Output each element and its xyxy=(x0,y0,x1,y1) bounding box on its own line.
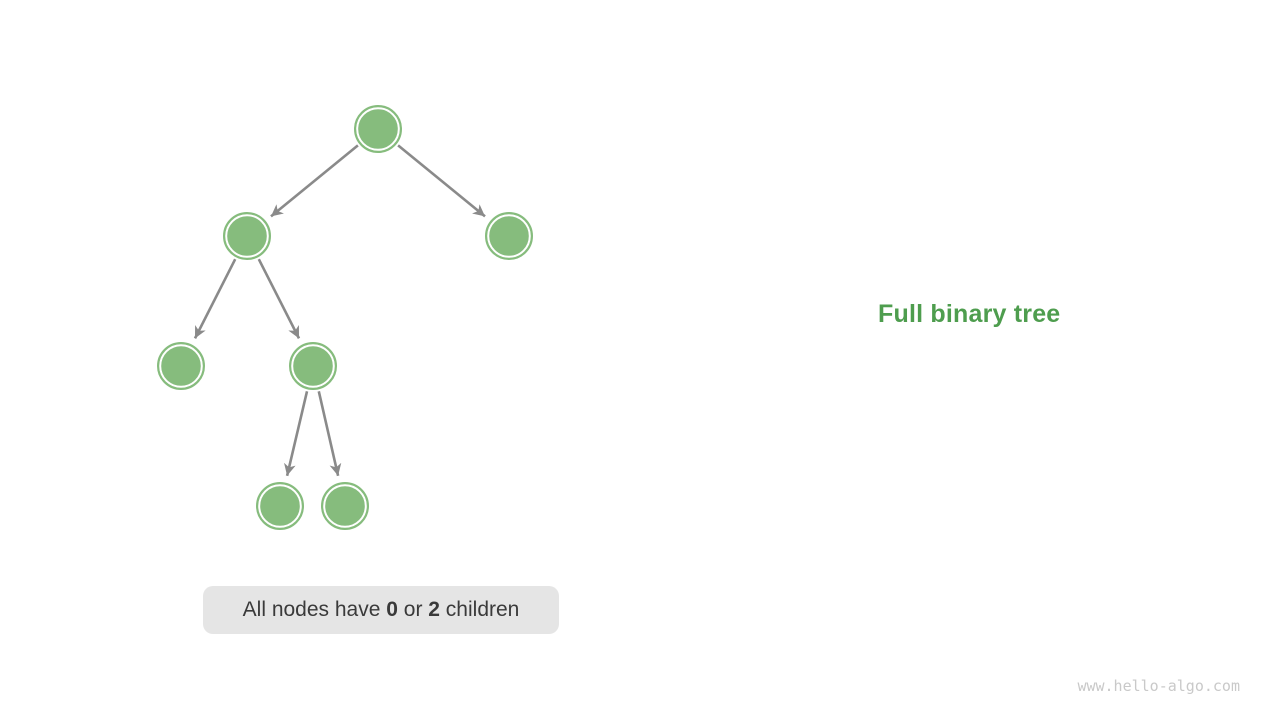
caption-pill: All nodes have 0 or 2 children xyxy=(203,586,559,634)
tree-node-root xyxy=(354,104,403,153)
tree-node-r xyxy=(485,212,534,261)
tree-edge-l-ll xyxy=(193,258,237,339)
caption-bold-two: 2 xyxy=(428,598,440,621)
edge-layer xyxy=(193,144,486,477)
tree-node-lrr xyxy=(321,482,370,531)
tree-edge-lr-lrl xyxy=(284,391,309,477)
watermark: www.hello-algo.com xyxy=(1077,677,1240,695)
diagram-title: Full binary tree xyxy=(878,300,1061,328)
caption-text-part1: All nodes have xyxy=(242,598,387,621)
caption-bold-zero: 0 xyxy=(386,598,398,621)
node-layer xyxy=(157,104,534,531)
tree-node-lr xyxy=(289,342,338,391)
caption-text-part3: children xyxy=(439,598,520,621)
tree-edge-l-lr xyxy=(257,258,301,339)
tree-node-lrl xyxy=(256,482,305,531)
tree-edge-root-r xyxy=(397,144,486,218)
caption-text-part2: or xyxy=(397,598,429,621)
tree-edge-lr-lrr xyxy=(317,391,342,477)
tree-edge-root-l xyxy=(270,144,359,218)
tree-node-l xyxy=(223,212,272,261)
tree-node-ll xyxy=(157,342,206,391)
